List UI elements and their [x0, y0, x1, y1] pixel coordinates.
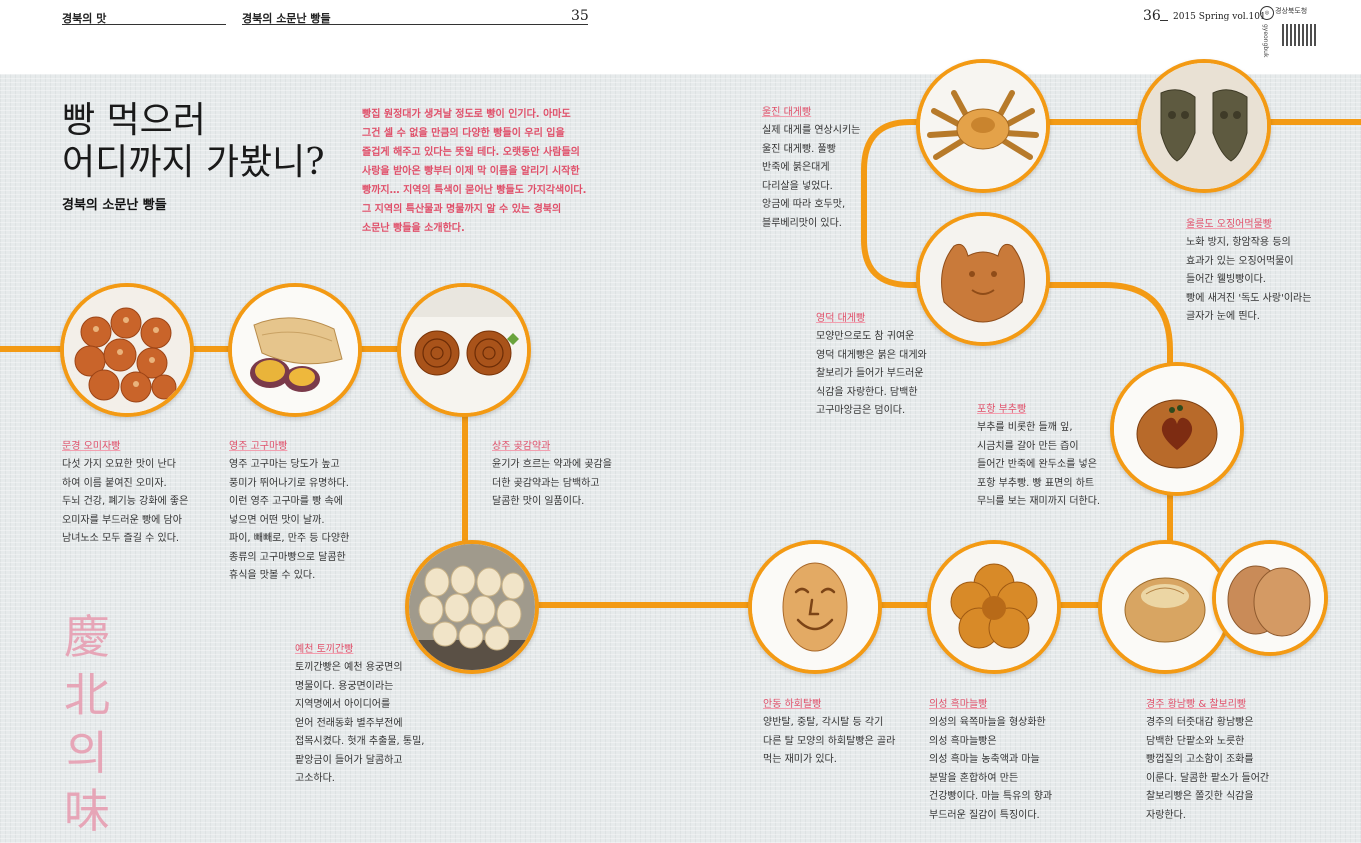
intro-paragraph: 빵집 원정대가 생겨날 정도로 빵이 인기다. 아마도 그건 셀 수 없을 만큼…	[362, 109, 587, 234]
header-rule-middle	[242, 24, 588, 25]
bread-name-sangju: 상주 곶감약과	[492, 441, 551, 452]
caption-uljin: 울진 대게빵 실제 대게를 연상시키는 울진 대게빵. 풀빵 반죽에 붉은대게 …	[762, 103, 860, 233]
caption-andong: 안동 하회탈빵 양반탈, 중탈, 각시탈 등 각기 다른 탈 모양의 하회탈빵은…	[763, 695, 895, 770]
photo-ulleungdo-squid-ink-bread	[1137, 59, 1271, 193]
bread-desc-ulleungdo: 노화 방지, 항암작용 등의 효과가 있는 오징어먹물이 들어간 웰빙빵이다. …	[1186, 237, 1312, 322]
header-rule-left	[62, 24, 226, 25]
bread-desc-mungyeong: 다섯 가지 오묘한 맛이 난다 하여 이름 붙여진 오미자. 두뇌 건강, 폐기…	[62, 459, 189, 544]
bread-desc-uiseong: 의성의 육쪽마늘을 형상화한 의성 흑마늘빵은 의성 흑마늘 농축액과 마늘 분…	[929, 717, 1053, 821]
bread-name-yecheon: 예천 토끼간빵	[295, 644, 354, 655]
bread-desc-sangju: 윤기가 흐르는 약과에 곶감을 더한 곶감약과는 담백하고 달콤한 맛이 일품이…	[492, 459, 612, 507]
caption-mungyeong: 문경 오미자빵 다섯 가지 오묘한 맛이 난다 하여 이름 붙여진 오미자. 두…	[62, 437, 188, 549]
page-number-left: 35	[571, 8, 589, 24]
photo-sangju-persimmon-yakgwa	[397, 283, 531, 417]
folio-dash	[1160, 20, 1168, 21]
photo-yecheon-rabbit-liver-bread	[405, 540, 539, 674]
photo-andong-hahoe-mask-bread	[748, 540, 882, 674]
caption-pohang: 포항 부추빵 부추를 비롯한 들깨 잎, 시금치를 갈아 만든 즙이 들어간 반…	[977, 400, 1100, 512]
section-label: 경북의 맛	[62, 12, 107, 25]
photo-yeongdeok-snow-crab-bread	[916, 212, 1050, 346]
bread-name-andong: 안동 하회탈빵	[763, 699, 822, 710]
bread-desc-yeongju: 영주 고구마는 당도가 높고 풍미가 뛰어나기로 유명하다. 이런 영주 고구마…	[229, 459, 350, 581]
qr-code-icon	[1282, 24, 1304, 46]
bread-name-yeongju: 영주 고구마빵	[229, 441, 288, 452]
caption-sangju: 상주 곶감약과 윤기가 흐르는 약과에 곶감을 더한 곶감약과는 담백하고 달콤…	[492, 437, 612, 512]
calligraphy-title: 慶 北 의 味	[52, 608, 122, 840]
caption-ulleungdo: 울릉도 오징어먹물빵 노화 방지, 항암작용 등의 효과가 있는 오징어먹물이 …	[1186, 215, 1311, 327]
bread-desc-andong: 양반탈, 중탈, 각시탈 등 각기 다른 탈 모양의 하회탈빵은 골라 먹는 재…	[763, 717, 896, 765]
photo-pohang-chive-bread	[1110, 362, 1244, 496]
bread-name-ulleungdo: 울릉도 오징어먹물빵	[1186, 219, 1272, 230]
header-page-title: 경북의 소문난 빵들	[242, 12, 331, 25]
page-title: 빵 먹으러 어디까지 가봤니?	[62, 100, 325, 183]
logo-vertical-text: gyeongbuk	[1262, 24, 1269, 58]
logo-icon: ◎	[1260, 6, 1274, 20]
page-subtitle: 경북의 소문난 빵들	[62, 198, 167, 213]
bread-desc-yeongdeok: 모양만으로도 참 귀여운 영덕 대게빵은 붉은 대게와 찰보리가 들어가 부드러…	[816, 331, 927, 416]
bread-desc-uljin: 실제 대게를 연상시키는 울진 대게빵. 풀빵 반죽에 붉은대게 다리살을 넣었…	[762, 125, 861, 229]
caption-yeongdeok: 영덕 대게빵 모양만으로도 참 귀여운 영덕 대게빵은 붉은 대게와 찰보리가 …	[816, 309, 927, 421]
bread-name-mungyeong: 문경 오미자빵	[62, 441, 121, 452]
caption-gyeongju: 경주 황남빵 & 찰보리빵 경주의 터줏대감 황남빵은 담백한 단팥소와 노릇한…	[1146, 695, 1269, 825]
bread-name-gyeongju: 경주 황남빵 & 찰보리빵	[1146, 699, 1247, 710]
photo-uljin-snow-crab-bread	[916, 59, 1050, 193]
bread-desc-yecheon: 토끼간빵은 예천 용궁면의 명물이다. 용궁면이라는 지역명에서 아이디어를 얻…	[295, 662, 425, 784]
issue-label: 2015 Spring vol.101	[1173, 12, 1266, 22]
bread-name-yeongdeok: 영덕 대게빵	[816, 313, 866, 324]
bread-desc-gyeongju: 경주의 터줏대감 황남빵은 담백한 단팥소와 노릇한 빵껍질의 고소함이 조화를…	[1146, 717, 1270, 821]
calligraphy-char-2: 北	[64, 668, 110, 722]
photo-yeongju-sweet-potato-bread	[228, 283, 362, 417]
bread-name-uiseong: 의성 흑마늘빵	[929, 699, 988, 710]
photo-mungyeong-omija-bread	[60, 283, 194, 417]
caption-yecheon: 예천 토끼간빵 토끼간빵은 예천 용궁면의 명물이다. 용궁면이라는 지역명에서…	[295, 640, 424, 789]
bread-desc-pohang: 부추를 비롯한 들깨 잎, 시금치를 갈아 만든 즙이 들어간 반죽에 완두소를…	[977, 422, 1101, 507]
calligraphy-char-3: 의	[65, 726, 109, 780]
bread-name-uljin: 울진 대게빵	[762, 107, 812, 118]
qr-code-icon-small	[1306, 24, 1316, 46]
calligraphy-char-1: 慶	[64, 610, 110, 664]
page-header-band	[0, 0, 1361, 74]
page-number-right: 36	[1143, 8, 1161, 24]
caption-uiseong: 의성 흑마늘빵 의성의 육쪽마늘을 형상화한 의성 흑마늘빵은 의성 흑마늘 농…	[929, 695, 1052, 825]
calligraphy-char-4: 味	[64, 784, 110, 838]
photo-gyeongju-barley-bread	[1212, 540, 1328, 656]
photo-uiseong-black-garlic-bread	[927, 540, 1061, 674]
bread-name-pohang: 포항 부추빵	[977, 404, 1027, 415]
caption-yeongju: 영주 고구마빵 영주 고구마는 당도가 높고 풍미가 뛰어나기로 유명하다. 이…	[229, 437, 349, 586]
logo-text: 경상북도청	[1275, 7, 1308, 15]
